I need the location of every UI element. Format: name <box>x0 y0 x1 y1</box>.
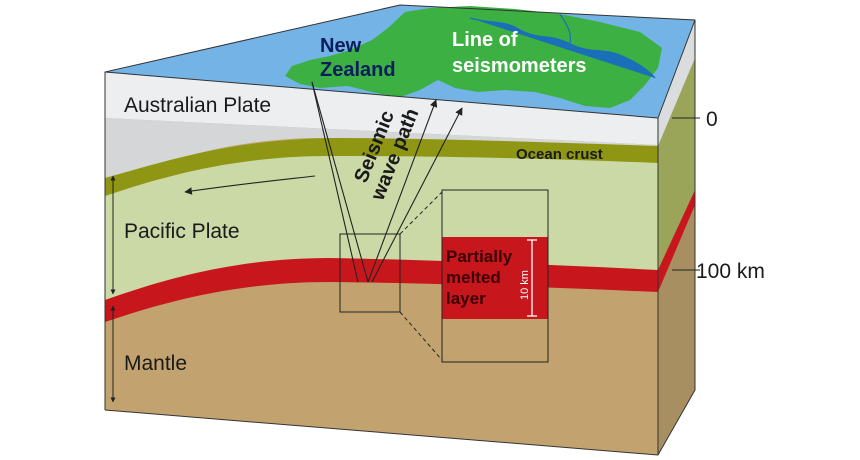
label-line-of: Line of <box>452 29 518 51</box>
label-australian-plate: Australian Plate <box>124 94 271 117</box>
zoom-inset-melted-band <box>442 237 548 319</box>
label-zealand: Zealand <box>320 59 396 81</box>
label-ocean-crust: Ocean crust <box>516 146 603 163</box>
australian-plate-wedge <box>105 118 658 178</box>
focus-box <box>339 233 401 313</box>
ocean-crust-layer <box>105 138 658 196</box>
zoom-line-bottom <box>399 311 443 361</box>
label-partially: Partially <box>446 247 513 266</box>
australian-plate-layer <box>105 72 658 145</box>
river-tributary <box>559 13 571 45</box>
right-face-melted <box>658 190 695 292</box>
north-island-landmass <box>285 6 662 108</box>
label-10km: 10 km <box>519 270 531 300</box>
right-face-australian <box>658 20 695 146</box>
label-pacific-plate: Pacific Plate <box>124 220 240 243</box>
plate-motion-arrow <box>184 175 316 195</box>
label-layer: layer <box>446 289 486 308</box>
label-depth-100km: 100 km <box>696 260 765 283</box>
label-seismometers: seismometers <box>452 55 587 77</box>
right-face-upper <box>658 58 695 270</box>
label-melted: melted <box>446 268 501 287</box>
zoom-line-top <box>399 191 443 235</box>
label-mantle: Mantle <box>124 352 187 375</box>
zoom-inset-mantle <box>442 319 548 362</box>
seismic-wave-paths <box>311 81 463 283</box>
label-depth-0: 0 <box>706 108 718 131</box>
label-new: New <box>320 35 362 57</box>
